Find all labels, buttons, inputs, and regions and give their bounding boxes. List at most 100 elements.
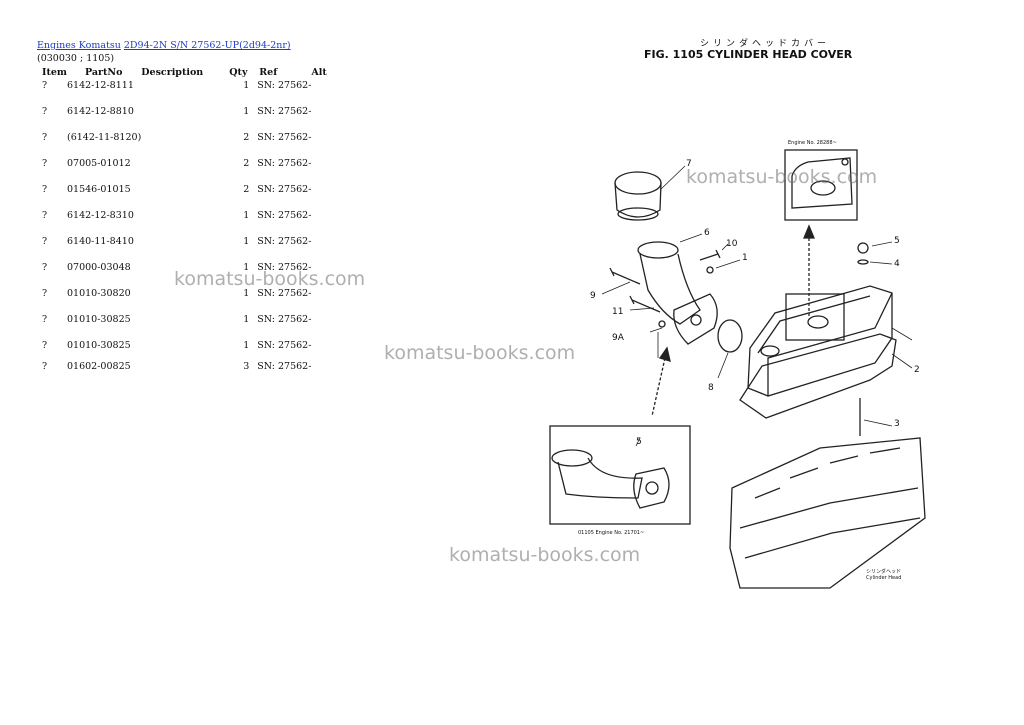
cell-partno: 07005-01012 bbox=[67, 158, 131, 169]
leader-lines bbox=[601, 165, 913, 447]
cell-alt bbox=[311, 262, 331, 288]
cell-item: ? bbox=[42, 210, 48, 221]
cell-qty: 1 bbox=[243, 314, 250, 325]
washer-11 bbox=[658, 320, 666, 328]
cell-partno: 01602-00825 bbox=[67, 361, 131, 372]
header-item: Item bbox=[42, 67, 67, 78]
cell-qty: 1 bbox=[243, 80, 250, 91]
callout-labels: 7 6 10 1 5 4 9 11 9A 8 2 3 5 bbox=[590, 159, 920, 447]
cell-partno: 6142-12-8810 bbox=[67, 106, 134, 117]
cell-ref: SN: 27562- bbox=[257, 184, 312, 195]
washer-1 bbox=[706, 266, 714, 274]
breadcrumb-link-engines[interactable]: Engines Komatsu bbox=[37, 40, 121, 51]
cell-ref: SN: 27562- bbox=[257, 361, 312, 372]
bolt-11 bbox=[629, 295, 661, 313]
header-qty: Qty bbox=[229, 67, 248, 78]
cell-ref: SN: 27562- bbox=[257, 236, 312, 247]
header-description: Description bbox=[141, 67, 204, 78]
callout-3: 3 bbox=[894, 419, 900, 429]
cylinder-head-detail bbox=[739, 487, 921, 559]
cell-description bbox=[141, 340, 229, 361]
elbow-pipe-flange bbox=[673, 293, 718, 345]
callout-9: 9 bbox=[590, 291, 596, 301]
cell-description bbox=[141, 106, 229, 132]
cell-alt bbox=[311, 340, 331, 361]
section-code: (030030 ; 1105) bbox=[37, 53, 115, 64]
cell-alt bbox=[311, 361, 331, 382]
cell-partno: 07000-03048 bbox=[67, 262, 131, 273]
callout-1a: 1 bbox=[742, 253, 748, 263]
callout-5b: 5 bbox=[636, 437, 642, 447]
cell-qty: 3 bbox=[243, 361, 250, 372]
cell-description bbox=[141, 210, 229, 236]
cell-qty: 1 bbox=[243, 236, 250, 247]
cell-qty: 2 bbox=[243, 132, 250, 143]
cell-item: ? bbox=[42, 106, 48, 117]
breadcrumb-link-model[interactable]: 2D94-2N S/N 27562-UP(2d94-2nr) bbox=[123, 40, 291, 51]
cell-qty: 2 bbox=[243, 158, 250, 169]
inset-bottom-elbow-body bbox=[557, 457, 643, 499]
inset-bottom-elbow-top bbox=[551, 449, 593, 467]
header-ref: Ref bbox=[259, 67, 278, 78]
inset-arrow-head bbox=[803, 224, 815, 239]
figure-title-jp: シリンダヘッドカバー bbox=[700, 39, 831, 49]
elbow-flange-hole bbox=[690, 314, 702, 326]
cap-washer bbox=[857, 259, 869, 265]
cell-alt bbox=[311, 80, 331, 106]
cell-alt bbox=[311, 184, 331, 210]
cell-alt bbox=[311, 132, 331, 158]
inset-top-bolt bbox=[841, 158, 849, 166]
cell-alt bbox=[311, 210, 331, 236]
cell-qty: 1 bbox=[243, 288, 250, 299]
cell-alt bbox=[311, 158, 331, 184]
cell-description bbox=[141, 262, 229, 288]
callout-7: 7 bbox=[686, 159, 692, 169]
inset-top-frame bbox=[784, 149, 858, 221]
cell-description bbox=[141, 184, 229, 210]
cylinder-head-cover-diagram: 7 6 10 1 5 4 9 11 9A 8 2 3 5 bbox=[549, 149, 926, 589]
parts-table: Item PartNo Description Qty Ref Alt ?614… bbox=[37, 65, 331, 382]
callout-11a: 11 bbox=[612, 307, 623, 317]
cylinder-head-ports bbox=[754, 447, 901, 499]
stud-arrow-shaft bbox=[651, 357, 666, 417]
cell-description bbox=[141, 361, 229, 382]
callout-10: 10 bbox=[726, 239, 738, 249]
table-header-row: Item PartNo Description Qty Ref Alt bbox=[37, 65, 331, 80]
figure-title: FIG. 1105 CYLINDER HEAD COVER bbox=[644, 48, 853, 61]
breather-cap-body bbox=[614, 182, 662, 218]
header-partno: PartNo bbox=[85, 67, 123, 78]
cell-partno: 01010-30825 bbox=[67, 340, 131, 351]
header-alt: Alt bbox=[311, 67, 327, 78]
cell-description bbox=[141, 132, 229, 158]
stud-arrow-head bbox=[658, 346, 671, 362]
elbow-pipe-body bbox=[639, 253, 701, 325]
cell-ref: SN: 27562- bbox=[257, 158, 312, 169]
bolt-9 bbox=[609, 267, 641, 285]
cell-ref: SN: 27562- bbox=[257, 314, 312, 325]
cell-qty: 1 bbox=[243, 340, 250, 351]
inset-top-cover bbox=[791, 157, 853, 209]
cap-nut bbox=[857, 242, 869, 254]
cell-description bbox=[141, 80, 229, 106]
cell-item: ? bbox=[42, 262, 48, 273]
elbow-pipe-top bbox=[637, 241, 679, 259]
cell-alt bbox=[311, 314, 331, 340]
inset-top-note: Engine No. 28288~ bbox=[788, 140, 837, 146]
cell-ref: SN: 27562- bbox=[257, 340, 312, 351]
cell-item: ? bbox=[42, 184, 48, 195]
callout-9a: 9A bbox=[612, 333, 625, 343]
cell-alt bbox=[311, 236, 331, 262]
breather-cap-top bbox=[614, 171, 662, 195]
